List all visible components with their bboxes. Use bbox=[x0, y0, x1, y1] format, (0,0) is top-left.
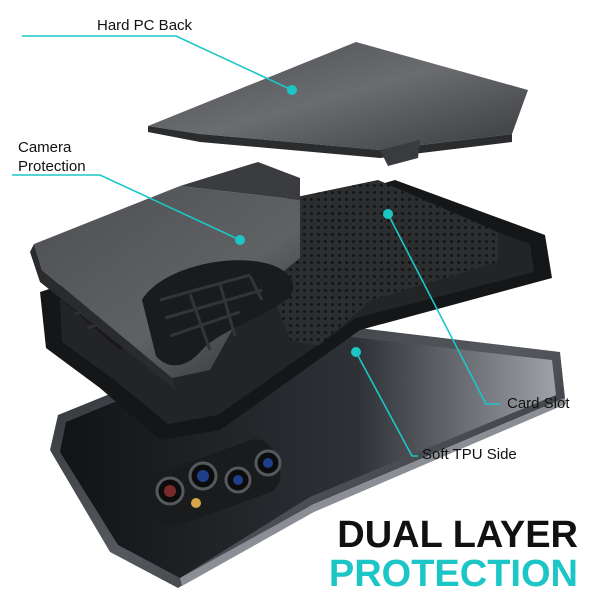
camera-flash-icon bbox=[191, 498, 201, 508]
callout-label-card-slot: Card Slot bbox=[507, 395, 570, 412]
camera-protection-plate bbox=[30, 186, 300, 390]
callout-line-camera bbox=[12, 174, 241, 241]
callout-dot-hard-pc bbox=[287, 85, 297, 95]
callout-label-camera-line2: Protection bbox=[18, 158, 86, 175]
headline-line-1: DUAL LAYER bbox=[337, 514, 578, 556]
callout-dot-camera bbox=[235, 235, 245, 245]
phone-edge-highlight bbox=[180, 398, 566, 586]
callout-label-camera-line1: Camera bbox=[18, 139, 72, 156]
callout-label-camera-protection: Camera Protection bbox=[18, 138, 86, 176]
callout-label-hard-pc-back: Hard PC Back bbox=[97, 17, 193, 34]
hard-pc-back bbox=[148, 42, 528, 166]
camera-ridge bbox=[180, 162, 300, 200]
callout-label-soft-tpu-side: Soft TPU Side bbox=[422, 446, 517, 463]
card-slot-mesh bbox=[258, 180, 498, 346]
callout-dot-card-slot bbox=[383, 209, 393, 219]
pc-back-edge bbox=[148, 126, 512, 158]
callout-dot-tpu bbox=[351, 347, 361, 357]
callout-line-tpu bbox=[355, 351, 418, 457]
callout-line-hard-pc bbox=[22, 35, 293, 91]
callout-line-card-slot bbox=[387, 213, 500, 405]
callout-dots bbox=[235, 85, 393, 357]
camera-module bbox=[147, 439, 282, 527]
callout-lines bbox=[12, 35, 500, 457]
pc-back-tab bbox=[380, 140, 420, 166]
pc-back-top-face bbox=[148, 42, 528, 150]
camera-cutout-grid bbox=[159, 273, 264, 351]
headline-line-2: PROTECTION bbox=[328, 553, 578, 595]
